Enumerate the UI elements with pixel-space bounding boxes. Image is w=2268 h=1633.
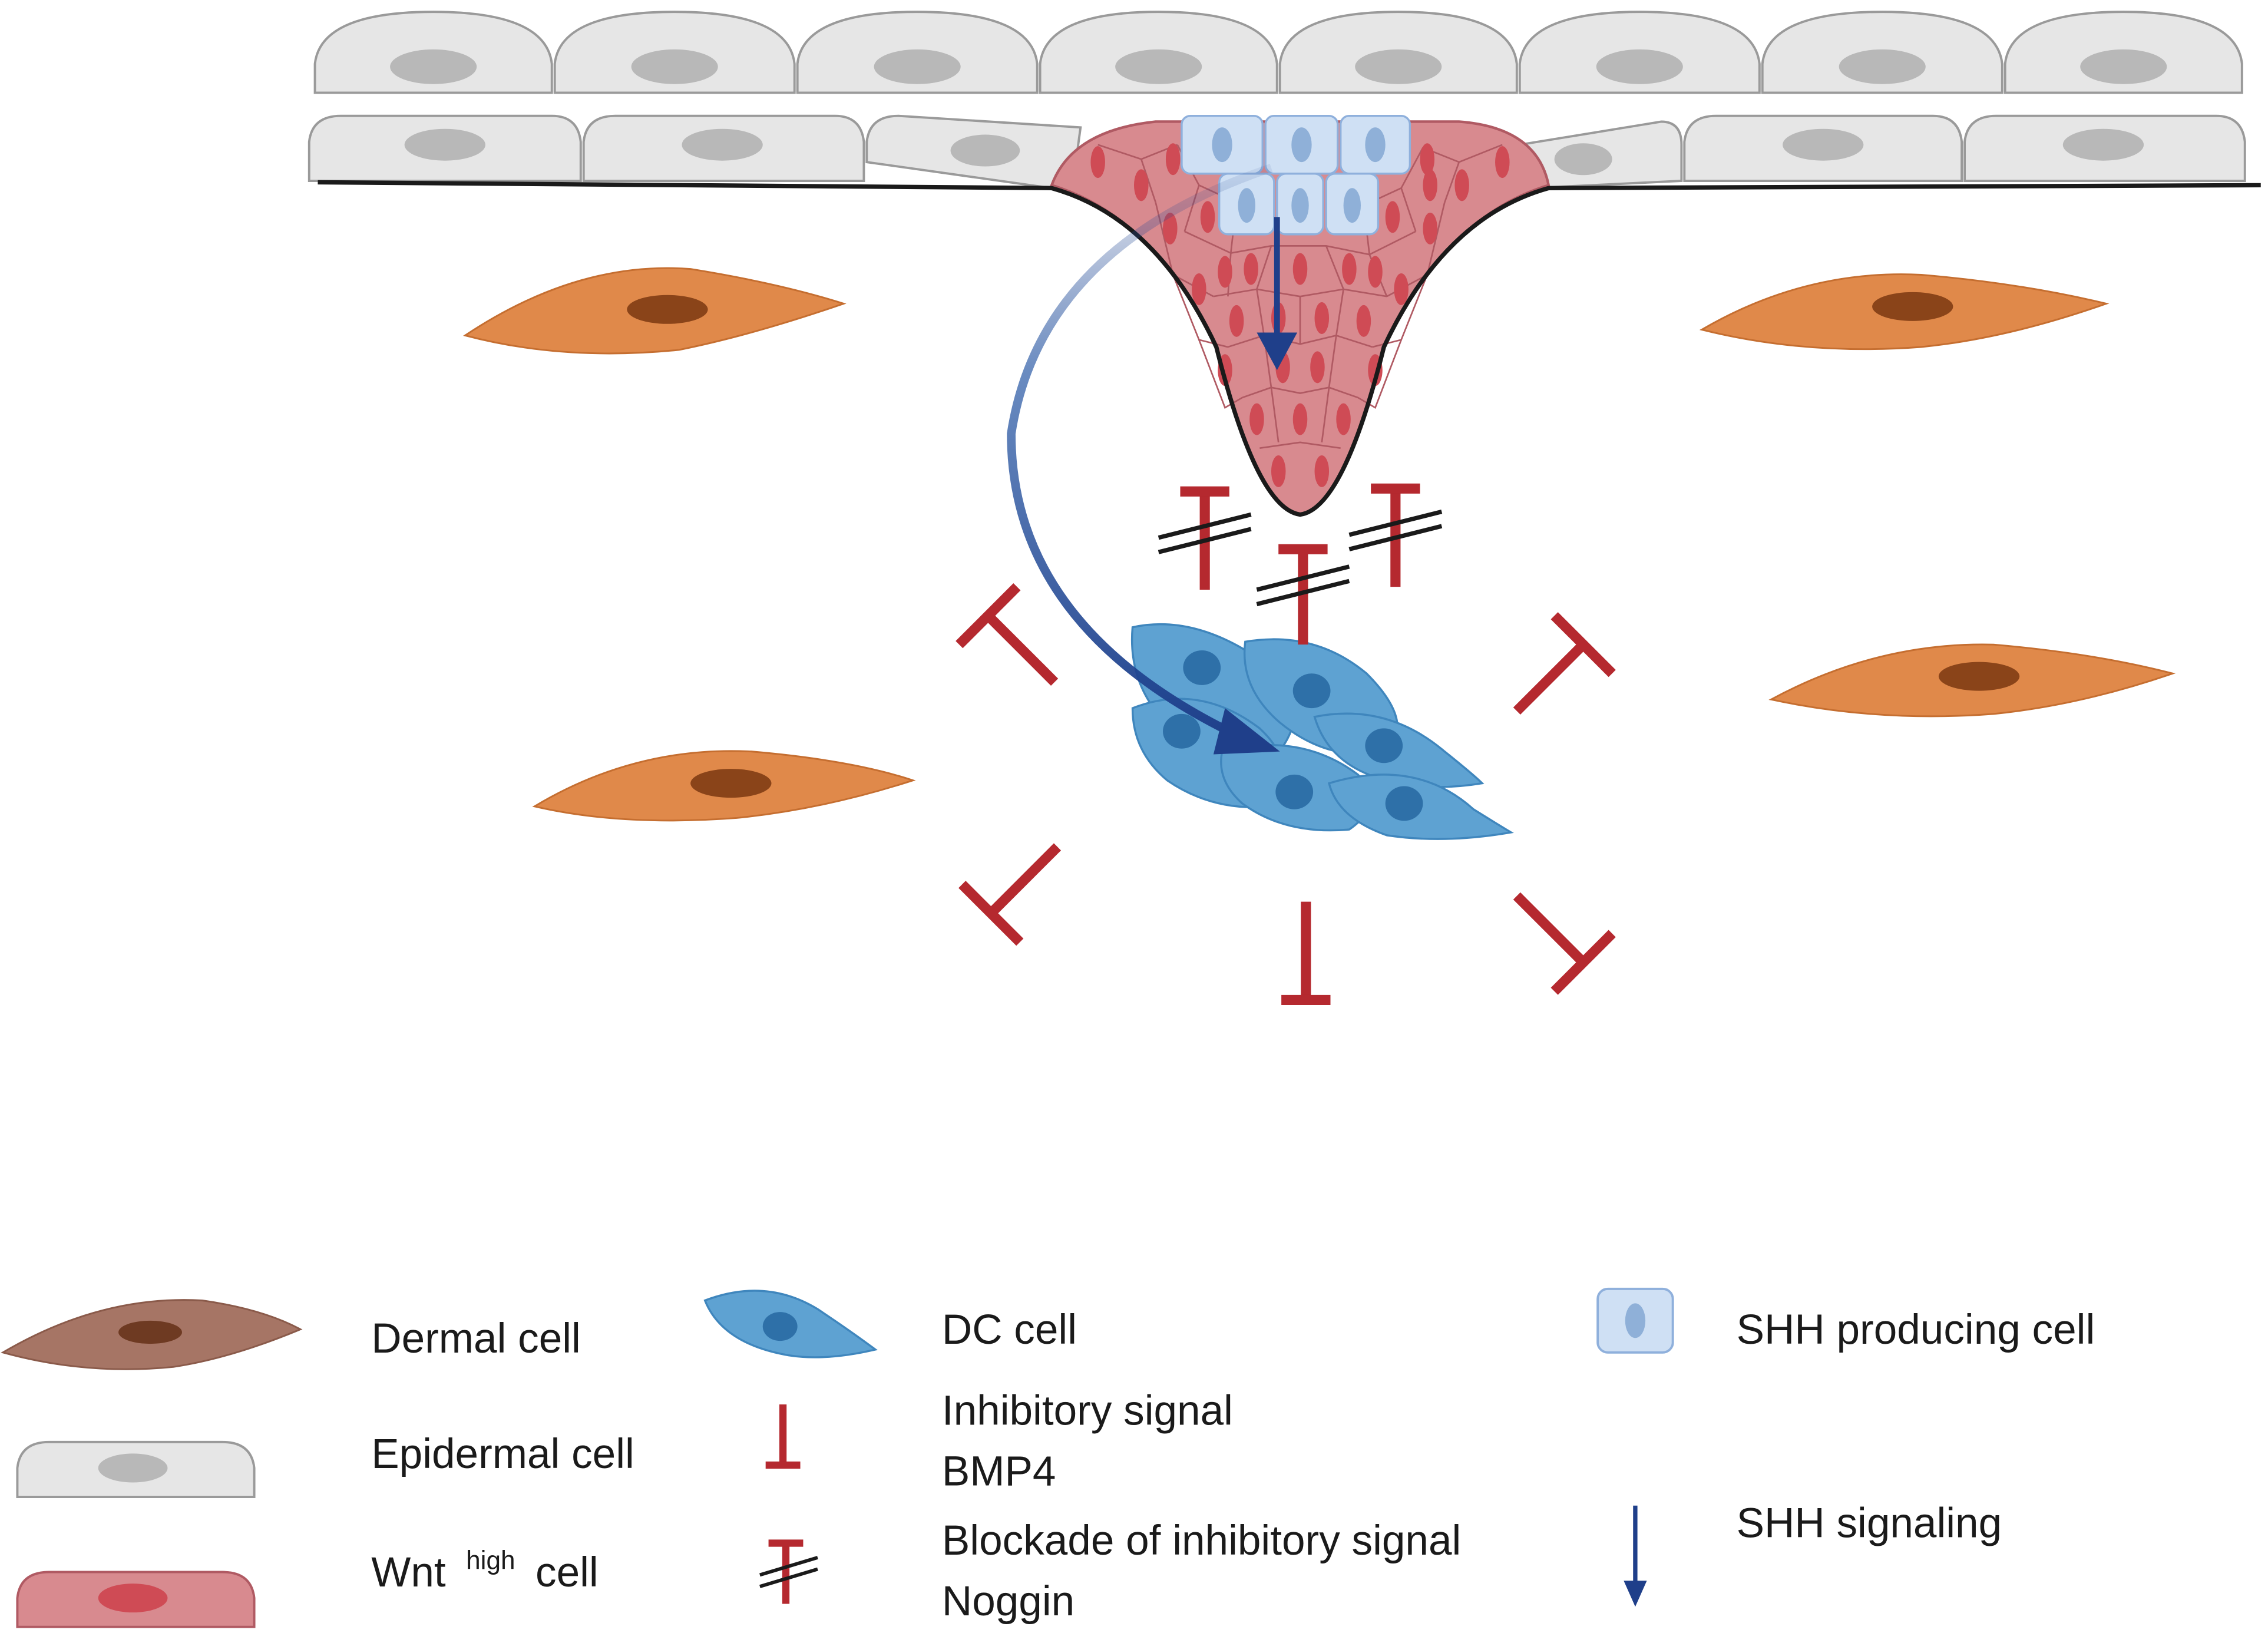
shh-signaling-down-arrowhead — [1257, 332, 1298, 371]
legend-label-wnt-high: Wnt high cell — [371, 1532, 599, 1596]
legend-label-inhibitory-line1: Inhibitory signal — [942, 1387, 1233, 1434]
inhibitory-signal — [1513, 892, 1616, 995]
inhibitory-signal — [956, 583, 1059, 686]
epidermal-cell — [1963, 114, 2246, 182]
epidermal-cell — [796, 11, 1039, 94]
inhibitory-signal-icon — [765, 1404, 801, 1469]
shh-producing-cell — [1339, 114, 1411, 175]
epidermal-cell — [582, 114, 865, 182]
epidermis-basal-row — [308, 114, 2246, 193]
epidermal-cell — [553, 11, 796, 94]
dermal-condensate — [1130, 623, 1514, 840]
dermal-cells — [463, 267, 2176, 822]
blocked-inhibitory-signal — [1158, 486, 1252, 590]
inhibitory-signal — [958, 843, 1062, 946]
epidermis — [308, 11, 2246, 193]
shh-producing-cell-cluster — [1181, 114, 1411, 236]
legend-item-shh-cell: SHH producing cell — [1596, 1287, 2095, 1354]
legend-item-dc: DC cell — [703, 1290, 1077, 1358]
dermal-cell — [1768, 643, 2176, 718]
epidermal-cell — [2003, 11, 2243, 94]
epidermal-cell — [1683, 114, 1963, 182]
epidermal-cell — [313, 11, 553, 94]
blockade-icon — [759, 1539, 818, 1604]
epidermal-cell — [865, 114, 1082, 193]
legend-label-epidermal: Epidermal cell — [371, 1431, 634, 1477]
dermal-cell-icon — [1, 1299, 303, 1370]
legend-label-blockade-line2: Noggin — [942, 1578, 1075, 1625]
shh-signaling-arc-arrow — [1007, 163, 1273, 750]
legend-item-blockade: Blockade of inhibitory signal Noggin — [759, 1518, 1461, 1625]
shh-producing-cell — [1264, 114, 1339, 175]
epidermal-cell — [1761, 11, 2003, 94]
legend-item-shh-signaling: SHH signaling — [1624, 1500, 2002, 1607]
dc-cell — [1313, 712, 1485, 788]
legend-item-inhibitory: Inhibitory signal BMP4 — [765, 1387, 1233, 1495]
dc-cell — [1220, 744, 1372, 832]
shh-producing-cell — [1181, 114, 1264, 175]
wnt-high-cell-icon — [16, 1571, 256, 1628]
wnt-label: Wnt — [371, 1549, 446, 1596]
wnt-cell-label: cell — [535, 1549, 599, 1596]
inhibitory-signal — [1513, 612, 1616, 715]
legend: Dermal cell Epidermal cell Wnt high cell — [1, 1287, 2095, 1628]
legend-item-dermal: Dermal cell — [1, 1299, 581, 1370]
blocked-inhibitory-signal — [1256, 544, 1350, 645]
legend-label-dermal: Dermal cell — [371, 1315, 581, 1362]
legend-label-inhibitory-line2: BMP4 — [942, 1448, 1056, 1495]
shh-signaling-arrow-icon — [1624, 1505, 1647, 1607]
wnt-superscript: high — [466, 1546, 515, 1575]
legend-item-wnt-high: Wnt high cell — [16, 1532, 599, 1628]
dermal-cell — [532, 750, 916, 822]
epidermal-cell-icon — [16, 1440, 256, 1498]
legend-label-dc: DC cell — [942, 1307, 1077, 1353]
basement-membrane — [318, 180, 2261, 517]
blocked-inhibitory-signals — [1158, 483, 1443, 645]
blocked-inhibitory-signal — [1348, 483, 1443, 587]
legend-label-blockade-line1: Blockade of inhibitory signal — [942, 1518, 1461, 1564]
shh-producing-cell — [1325, 173, 1380, 236]
legend-item-epidermal: Epidermal cell — [16, 1431, 634, 1498]
epidermis-top-row — [313, 11, 2243, 94]
shh-signaling-arc-arrowhead — [1213, 708, 1280, 755]
epidermal-cell — [1039, 11, 1278, 94]
dc-cell — [1327, 773, 1514, 840]
legend-label-shh-signaling: SHH signaling — [1737, 1500, 2002, 1547]
epidermal-cell — [1518, 11, 1761, 94]
shh-producing-cell — [1276, 173, 1324, 236]
dermal-cell — [1699, 273, 2110, 351]
legend-label-shh-cell: SHH producing cell — [1737, 1307, 2095, 1353]
epidermal-cell — [308, 114, 582, 182]
epidermal-cell — [1518, 120, 1683, 190]
shh-producing-cell-icon — [1596, 1287, 1674, 1354]
dc-cell-icon — [703, 1290, 878, 1358]
dermal-cell — [463, 267, 847, 355]
inhibitory-signals — [956, 583, 1616, 1006]
inhibitory-signal — [1281, 901, 1331, 1006]
epidermal-cell — [1278, 11, 1518, 94]
